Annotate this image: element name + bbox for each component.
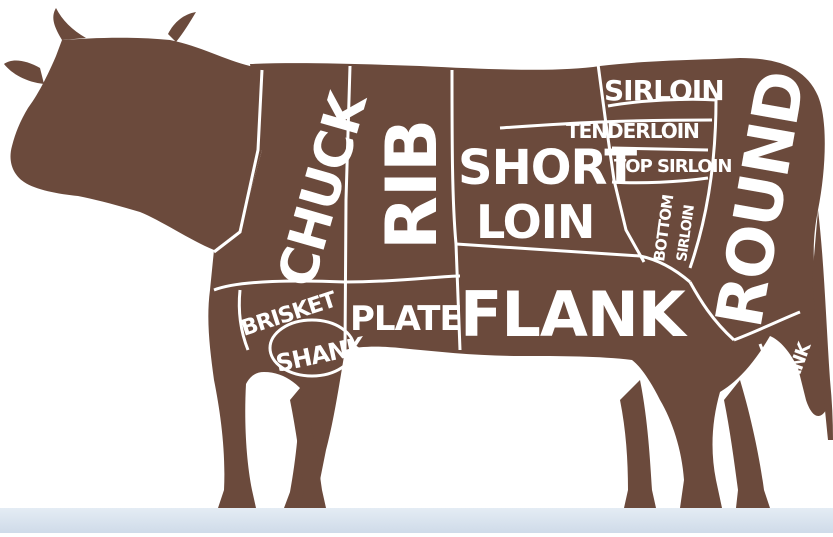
label-rib: RIB <box>371 120 453 250</box>
label-short: SHORT <box>458 140 637 196</box>
label-plate: PLATE <box>350 299 462 339</box>
label-loin: LOIN <box>476 195 594 249</box>
floor-strip <box>0 508 833 533</box>
label-sirloin: SIRLOIN <box>604 74 724 107</box>
label-flank: FLANK <box>460 278 688 351</box>
